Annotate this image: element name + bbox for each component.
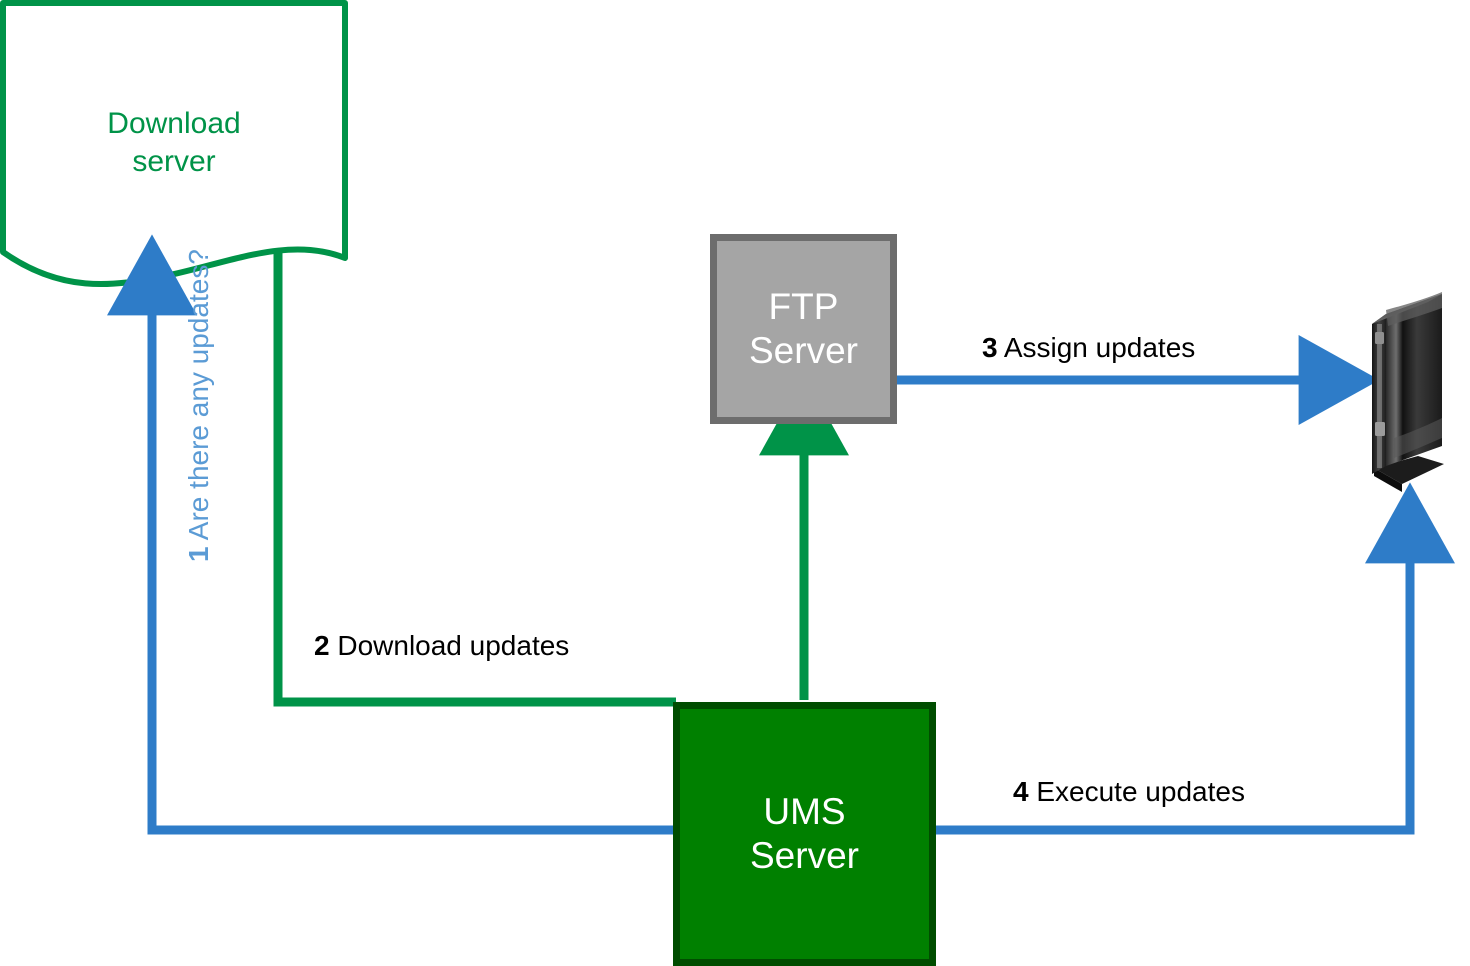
edge-label-download-updates-step: 2 — [314, 630, 330, 661]
edge-label-assign-updates-step: 3 — [982, 332, 998, 363]
edge-label-execute-updates-text: Execute updates — [1036, 776, 1245, 807]
ftp-server-label: FTP Server — [749, 285, 858, 372]
ums-server-label-line1: UMS — [763, 791, 846, 833]
device-body — [1386, 294, 1442, 466]
device-port-top — [1375, 332, 1384, 344]
download-server-label-line2: server — [132, 144, 216, 178]
edge-label-download-updates-text: Download updates — [337, 630, 570, 661]
edge-label-execute-updates: 4 Execute updates — [1013, 776, 1245, 808]
node-thin-client-device[interactable] — [1352, 288, 1456, 513]
edge-1-are-there-any-updates — [107, 234, 755, 835]
edge-label-execute-updates-step: 4 — [1013, 776, 1029, 807]
ums-server-label: UMS Server — [750, 790, 859, 877]
edge-label-are-there-any-updates-text: Are there any updates? — [183, 249, 214, 541]
ftp-server-label-line2: Server — [749, 330, 858, 371]
edge-label-are-there-any-updates-step: 1 — [183, 546, 214, 562]
device-light-strip — [1377, 324, 1382, 468]
device-stand — [1374, 456, 1444, 484]
edge-4-execute-updates — [934, 482, 1455, 835]
device-port-bottom — [1375, 422, 1385, 436]
edge-label-assign-updates: 3 Assign updates — [982, 332, 1195, 364]
download-server-label-line1: Download — [107, 107, 241, 140]
ums-server-label-line2: Server — [750, 835, 859, 876]
node-ftp-server[interactable]: FTP Server — [710, 234, 897, 424]
device-stand-edge — [1374, 468, 1402, 492]
edge-label-are-there-any-updates: 1 Are there any updates? — [183, 249, 215, 562]
ftp-server-label-line1: FTP — [768, 286, 839, 328]
node-ums-server[interactable]: UMS Server — [673, 702, 936, 966]
edge-label-assign-updates-text: Assign updates — [1003, 332, 1196, 363]
node-download-server[interactable]: Download server — [0, 0, 348, 292]
edge-2-download-updates — [273, 250, 676, 707]
device-top-highlight — [1386, 292, 1442, 326]
download-server-label: Download server — [0, 105, 348, 180]
device-bottom-highlight — [1394, 418, 1442, 458]
edge-label-download-updates: 2 Download updates — [314, 630, 569, 662]
